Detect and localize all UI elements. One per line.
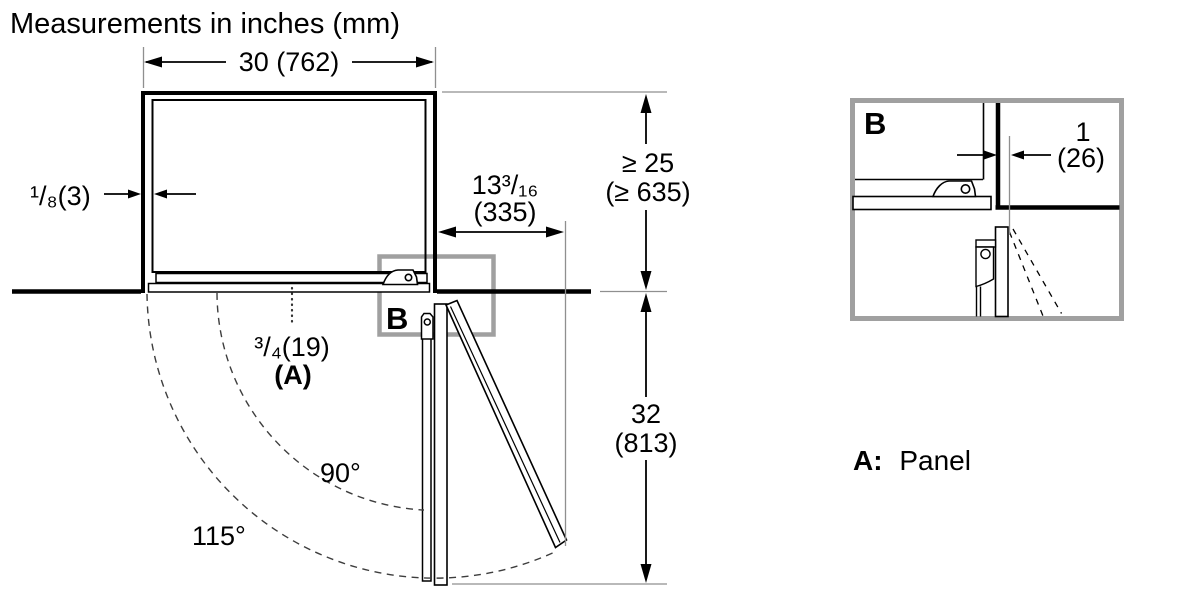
open-door-panel [994,226,1009,318]
dim-door-height-label2: (813) [614,428,677,458]
detail-callout-label: B [386,301,408,336]
hinge-plate-pin [980,248,991,260]
arrow-left-icon [144,56,162,68]
swing-motion-line [1008,231,1044,317]
hinge-pin [960,184,971,195]
panel-thickness-callout: ³/₄(19) (A) [254,286,330,390]
door-open-115-edge [449,306,561,543]
swing-arc-115 [146,293,558,579]
arrow-right-icon [128,189,141,199]
angle-115-label: 115° [192,521,246,551]
custom-panel-closed [147,282,431,293]
angle-90-label: 90° [320,458,361,488]
legend-value: Panel [899,445,971,476]
arrow-down-icon [640,564,652,583]
cabinet-outer-wall [141,91,437,293]
swing-motion-line [1012,228,1063,314]
arrow-up-icon [640,293,652,312]
dim-side-gap-label: ¹/₈(3) [30,181,91,211]
door-open-115-panel [444,299,568,549]
dim-door-height: 32 (813) [614,293,678,583]
door-open-115 [444,299,568,549]
svg-text:A: Panel: A: Panel [853,445,971,476]
dim-projection-label2: (335) [473,197,536,227]
arrow-left-icon [1011,150,1024,160]
door-swing-arcs: 90° 115° [146,292,558,579]
dim-projection: 13³/₁₆ (335) [438,170,564,238]
arrow-left-icon [438,226,456,238]
swing-arc-90 [216,292,425,511]
panel-ref-label: (A) [274,360,311,390]
arrow-up-icon [640,94,652,113]
dim-reveal-label2: (26) [1057,143,1105,173]
detail-open-door [975,226,1063,318]
arrow-right-icon [546,226,564,238]
hinge-pin [404,273,413,282]
dim-projection-label1: 13³/₁₆ [472,170,539,200]
hinge-tab [975,239,997,248]
dim-depth-label1: ≥ 25 [622,148,674,178]
dim-reveal-label1: 1 [1075,117,1090,147]
arrow-right-icon [984,150,997,160]
detail-view: B 1 (26) [850,98,1124,321]
diagram-title: Measurements in inches (mm) [10,8,400,40]
arrow-right-icon [416,56,434,68]
door-open-90-door [421,315,432,582]
dim-width-label: 30 (762) [239,47,340,77]
door-open-90 [420,303,448,586]
door-hinge-bracket [420,312,434,340]
arrow-down-icon [640,271,652,290]
detail-linework [852,103,1120,211]
cabinet-inner-opening [151,99,427,273]
arrow-left-icon [154,189,167,199]
dim-reveal: 1 (26) [957,117,1105,235]
door-hinge-pin [423,318,432,326]
detail-view-label: B [864,106,886,141]
dim-width: 30 (762) [142,47,437,88]
extension-lines [442,91,667,585]
dim-depth-label2: (≥ 635) [605,177,690,207]
dim-panel-thickness-label: ³/₄(19) [254,332,330,362]
door-open-90-panel [433,303,448,586]
dim-depth: ≥ 25 (≥ 635) [605,94,691,290]
legend: A: Panel [853,445,971,476]
hinge-top [381,269,419,286]
appliance-door-closed [155,272,428,284]
legend-key: A: [853,445,883,476]
cabinet-cutout [12,91,591,294]
dim-door-height-label1: 32 [631,399,661,429]
dim-side-gap: ¹/₈(3) [30,181,196,211]
door-panel-edge [852,195,992,211]
main-view: Measurements in inches (mm) B 30 (762) [10,8,691,586]
